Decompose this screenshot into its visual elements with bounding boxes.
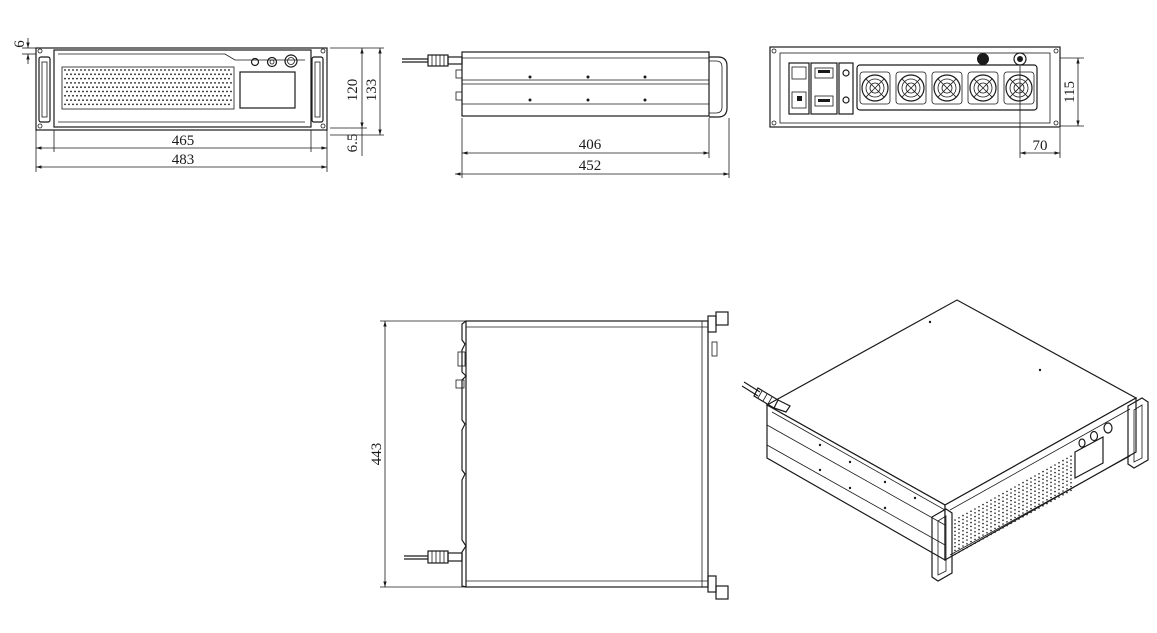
iso-fiber-cable xyxy=(741,381,791,413)
rear-fans xyxy=(859,71,1035,105)
front-key-switch-icon xyxy=(250,57,260,67)
front-view: 6 120 133 6.5 465 483 xyxy=(12,38,384,172)
rear-fan-icon xyxy=(1003,71,1035,105)
front-emergency-button-icon xyxy=(266,56,278,68)
isometric-view xyxy=(741,299,1149,582)
top-view: 443 xyxy=(369,311,729,600)
dim-front-width: 465 xyxy=(172,133,195,149)
front-left-handle xyxy=(38,56,51,123)
dim-rear-height: 115 xyxy=(1062,81,1078,103)
dim-side-total-depth: 452 xyxy=(579,158,602,174)
dim-side-depth: 406 xyxy=(579,137,602,153)
side-view: 406 452 xyxy=(402,51,730,178)
dim-front-bottom: 6.5 xyxy=(345,134,361,153)
front-right-handle xyxy=(311,56,324,123)
rear-fan-icon xyxy=(967,71,999,105)
front-vent-grille xyxy=(61,66,235,110)
iso-left-handle xyxy=(931,508,953,582)
dim-front-height: 120 xyxy=(345,79,361,102)
side-handle xyxy=(709,56,728,118)
top-fiber-cable xyxy=(404,550,463,564)
rear-fan-icon xyxy=(895,71,927,105)
iso-display-screen xyxy=(1074,435,1104,480)
rear-view: 115 70 xyxy=(769,46,1084,158)
rear-round-port-icon xyxy=(977,53,989,65)
rear-fan-icon xyxy=(931,71,963,105)
front-knob-icon xyxy=(284,54,298,68)
side-fiber-cable xyxy=(402,54,463,67)
dim-top-depth: 443 xyxy=(369,443,385,466)
iso-vent-grille xyxy=(954,455,1072,555)
rear-fan-icon xyxy=(859,71,891,105)
dim-front-thickness: 6 xyxy=(12,40,28,48)
dim-front-total-width: 483 xyxy=(172,152,195,168)
front-display-screen xyxy=(239,71,296,109)
dim-front-total-height: 133 xyxy=(364,79,380,102)
dim-rear-offset: 70 xyxy=(1033,138,1048,154)
rear-power-module xyxy=(788,62,854,115)
iso-right-handle xyxy=(1127,397,1149,469)
